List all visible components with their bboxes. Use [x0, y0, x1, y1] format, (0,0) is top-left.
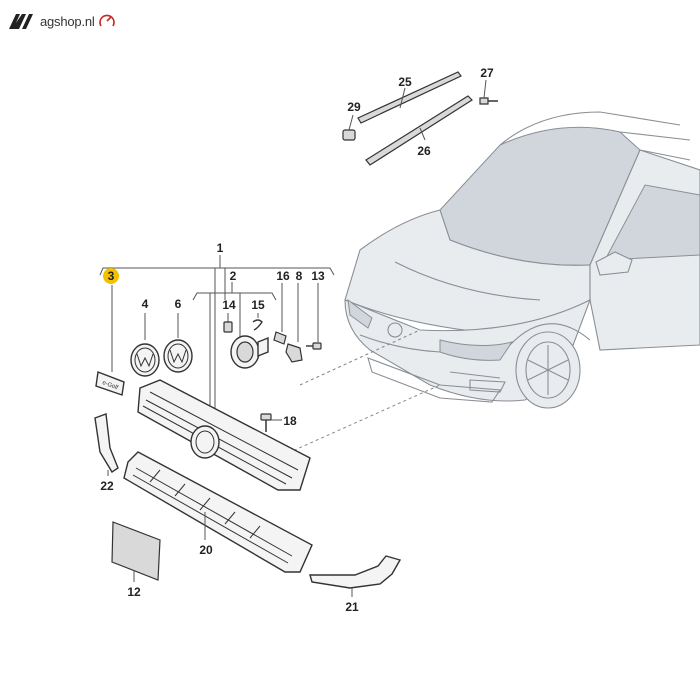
callout-14: 14	[222, 298, 236, 312]
lower-grille[interactable]	[123, 451, 313, 573]
callout-25: 25	[398, 75, 412, 89]
part-13-screw[interactable]	[306, 342, 322, 350]
callout-21: 21	[345, 600, 359, 614]
part-15-spring[interactable]	[252, 319, 263, 331]
vag-logo-icon	[9, 14, 33, 29]
part-26-trim[interactable]	[365, 95, 473, 166]
logo-text: agshop.nl	[40, 13, 95, 29]
part-6-emblem[interactable]	[163, 339, 193, 373]
part-29-clip[interactable]	[342, 129, 356, 141]
part-2-camera-housing[interactable]	[230, 335, 269, 369]
part-14-clip[interactable]	[223, 321, 233, 333]
callout-8: 8	[296, 269, 303, 283]
part-8-actuator[interactable]	[285, 343, 303, 363]
grille-leader-dashed	[299, 329, 421, 386]
part-27-clip[interactable]	[479, 97, 498, 105]
callout-3: 3	[108, 269, 115, 283]
callout-6: 6	[175, 297, 182, 311]
part-4-emblem[interactable]	[130, 343, 160, 377]
callout-29: 29	[347, 100, 361, 114]
callout-22: 22	[100, 479, 114, 493]
part-3-badge[interactable]: e-Golf	[95, 371, 125, 396]
gauge-icon	[98, 14, 115, 27]
callout-13: 13	[311, 269, 325, 283]
brand-logo[interactable]: agshop.nl	[8, 10, 117, 32]
part-16-connector[interactable]	[273, 331, 287, 345]
callout-12: 12	[127, 585, 141, 599]
callout-4: 4	[142, 297, 149, 311]
callout-16: 16	[276, 269, 290, 283]
part-25-trim[interactable]	[357, 71, 462, 124]
callout-labels: 3 1 2 4 6 14 15 16 8 13 18 22 20 12 21 2…	[100, 66, 494, 614]
callout-20: 20	[199, 543, 213, 557]
callout-26: 26	[417, 144, 431, 158]
upper-grille[interactable]	[137, 379, 311, 491]
part-12-plate-holder[interactable]	[111, 521, 161, 581]
part-22-trim-left[interactable]	[94, 413, 119, 473]
part-21-trim-right[interactable]	[309, 555, 402, 589]
callout-27: 27	[480, 66, 494, 80]
svg-text:e-Golf: e-Golf	[101, 380, 119, 391]
callout-15: 15	[251, 298, 265, 312]
callout-1: 1	[217, 241, 224, 255]
callout-18: 18	[283, 414, 297, 428]
callout-2: 2	[230, 269, 237, 283]
lower-grille-leader-dashed	[249, 384, 441, 471]
part-18-screw[interactable]	[260, 413, 272, 432]
callout-3-highlight	[103, 268, 119, 284]
car-illustration	[344, 111, 700, 409]
